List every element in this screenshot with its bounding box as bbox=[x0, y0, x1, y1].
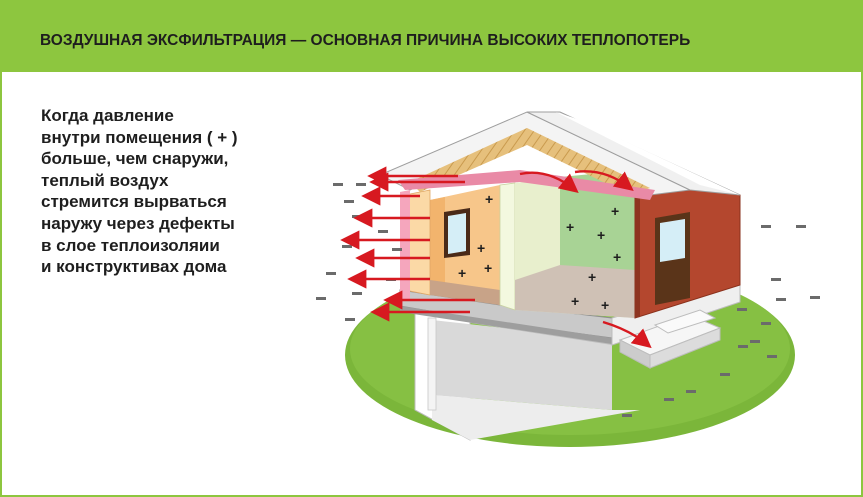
minus-sign bbox=[342, 245, 352, 248]
description-line-1: Когда давление bbox=[41, 106, 174, 125]
description-line-2: внутри помещения ( + ) bbox=[41, 127, 238, 147]
minus-sign bbox=[810, 296, 820, 299]
plus-sign: + bbox=[571, 293, 579, 309]
description-line-3: больше, чем снаружи, bbox=[41, 149, 229, 169]
minus-sign bbox=[352, 292, 362, 295]
minus-sign bbox=[333, 183, 343, 186]
minus-sign bbox=[378, 230, 388, 233]
minus-sign bbox=[750, 340, 760, 343]
minus-sign bbox=[738, 345, 748, 348]
minus-sign bbox=[776, 298, 786, 301]
airflow-arrow bbox=[574, 170, 634, 191]
partition-wall bbox=[499, 182, 516, 311]
minus-sign bbox=[356, 183, 366, 186]
plus-sign: + bbox=[613, 249, 621, 265]
airflow-arrow bbox=[602, 320, 652, 349]
minus-sign bbox=[316, 297, 326, 300]
airflow-arrows bbox=[340, 166, 652, 349]
plus-sign: + bbox=[588, 269, 596, 285]
minus-sign bbox=[771, 278, 781, 281]
plus-sign: + bbox=[597, 227, 605, 243]
plus-sign: + bbox=[458, 265, 466, 281]
description-line-6: наружу через дефекты bbox=[41, 213, 235, 233]
minus-sign bbox=[761, 225, 771, 228]
window-left bbox=[444, 208, 470, 258]
header-bar: ВОЗДУШНАЯ ЭКСФИЛЬТРАЦИЯ — ОСНОВНАЯ ПРИЧИ… bbox=[2, 2, 861, 72]
inside-pressure-signs: + + + + + + + + + + + bbox=[458, 191, 621, 313]
minus-sign bbox=[686, 390, 696, 393]
page-title: ВОЗДУШНАЯ ЭКСФИЛЬТРАЦИЯ — ОСНОВНАЯ ПРИЧИ… bbox=[40, 32, 691, 49]
plus-sign: + bbox=[484, 260, 492, 276]
minus-sign bbox=[345, 318, 355, 321]
plus-sign: + bbox=[611, 203, 619, 219]
floor-underside bbox=[400, 306, 612, 344]
room-right bbox=[515, 170, 635, 318]
minus-sign bbox=[761, 322, 771, 325]
basement bbox=[414, 311, 640, 441]
plus-sign: + bbox=[601, 297, 609, 313]
minus-sign bbox=[767, 355, 777, 358]
wall-insulation-edge bbox=[400, 190, 410, 302]
minus-sign bbox=[720, 373, 730, 376]
minus-sign bbox=[796, 225, 806, 228]
minus-sign bbox=[370, 197, 380, 200]
outside-pressure-signs bbox=[316, 183, 820, 417]
minus-sign bbox=[622, 414, 632, 417]
plus-sign: + bbox=[485, 191, 493, 207]
minus-sign bbox=[344, 200, 354, 203]
minus-sign bbox=[737, 308, 747, 311]
airflow-arrow bbox=[519, 171, 579, 194]
description-line-8: и конструктивах дома bbox=[41, 257, 227, 277]
door bbox=[655, 212, 690, 305]
description-line-7: в слое теплоизоляии bbox=[41, 235, 220, 255]
description-line-5: стремится вырваться bbox=[41, 192, 227, 212]
minus-sign bbox=[664, 398, 674, 401]
description-line-4: теплый воздух bbox=[41, 170, 169, 190]
minus-sign bbox=[326, 272, 336, 275]
minus-sign bbox=[392, 248, 402, 251]
brick-wall-shade bbox=[635, 168, 640, 318]
roof bbox=[378, 111, 741, 200]
description-text: Когда давление внутри помещения ( + ) бо… bbox=[41, 105, 341, 278]
plus-sign: + bbox=[477, 240, 485, 256]
plus-sign: + bbox=[566, 219, 574, 235]
